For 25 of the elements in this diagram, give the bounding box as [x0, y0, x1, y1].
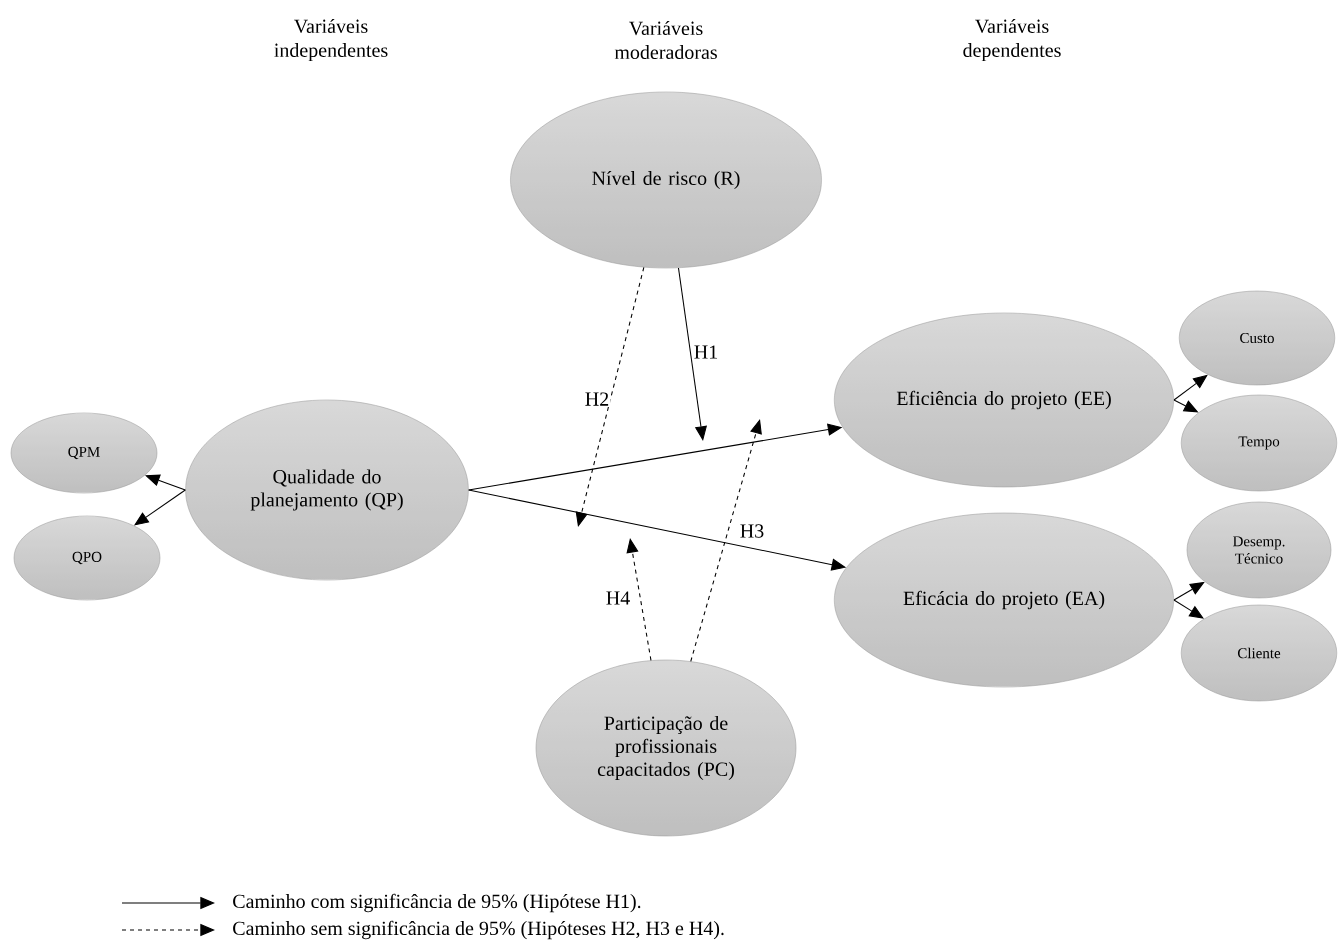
- edge-label: H4: [606, 591, 630, 605]
- ellipse-node: Qualidade do planejamento (QP): [185, 399, 469, 581]
- column-heading: Variáveis independentes: [274, 18, 388, 62]
- legend-text: Caminho sem significância de 95% (Hipóteses H2, H3 e H4).: [233, 920, 724, 940]
- ellipse-node: Custo: [1178, 290, 1336, 386]
- ellipse-node: Eficiência do projeto (EE): [834, 312, 1174, 488]
- edge-label: H1: [694, 345, 718, 359]
- ellipse-node: Desemp. Técnico: [1186, 501, 1332, 599]
- ellipse-node: Nível de risco (R): [510, 91, 822, 269]
- ellipse-node: Cliente: [1180, 604, 1338, 702]
- ellipse-node: QPO: [13, 515, 161, 601]
- ellipse-node: Participação de profissionais capacitados (PC): [535, 659, 797, 837]
- ellipse-node: QPM: [10, 412, 158, 494]
- edge-label: H3: [740, 524, 764, 538]
- arrow: [690, 419, 762, 662]
- ellipse-node: Tempo: [1180, 394, 1338, 492]
- ellipse-node: Eficácia do projeto (EA): [834, 512, 1174, 688]
- edge-label: H2: [585, 392, 609, 406]
- column-heading: Variáveis moderadoras: [614, 20, 717, 60]
- column-heading: Variáveis dependentes: [963, 18, 1061, 62]
- arrow: [677, 267, 708, 441]
- arrow: [575, 266, 645, 527]
- legend-text: Caminho com significância de 95% (Hipótese H1).: [233, 893, 641, 913]
- arrow: [145, 474, 186, 491]
- arrow: [626, 538, 652, 661]
